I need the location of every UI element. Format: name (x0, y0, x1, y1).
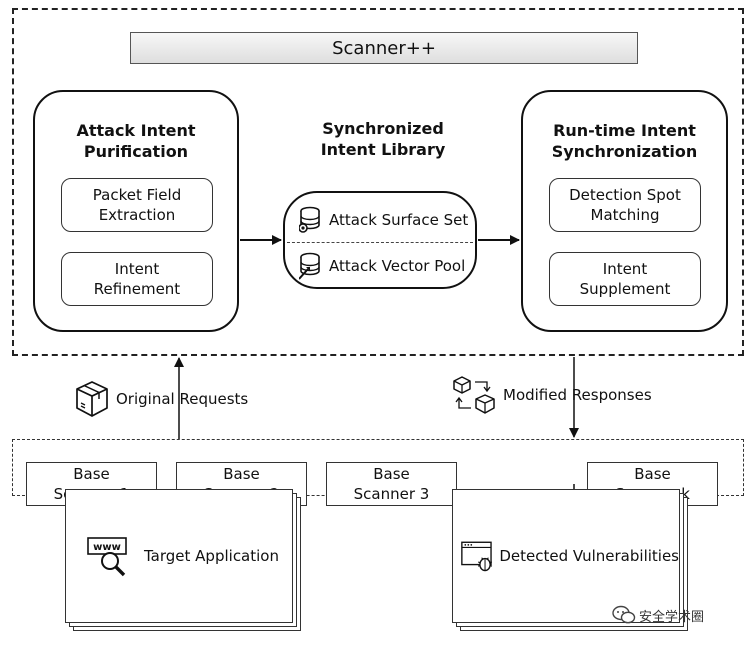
packet-field-extraction-line2: Extraction (98, 206, 176, 224)
purification-title-line1: Attack Intent (76, 121, 196, 140)
library-divider (287, 242, 473, 243)
intent-supplement-line1: Intent (602, 260, 648, 278)
vulnerabilities-card: Detected Vulnerabilities (452, 489, 680, 623)
base-scanner-k-line1: Base (634, 465, 671, 483)
attack-vector-pool-row: Attack Vector Pool (299, 252, 466, 280)
purification-title: Attack Intent Purification (35, 120, 237, 162)
intent-refinement-box: Intent Refinement (61, 252, 213, 306)
intent-refinement-line1: Intent (114, 260, 160, 278)
base-scanner-3-line1: Base (373, 465, 410, 483)
detected-vulnerabilities-label: Detected Vulnerabilities (499, 547, 679, 565)
scanner-plus-boundary (12, 8, 744, 356)
original-requests-flow: Original Requests (75, 378, 248, 420)
browser-bug-icon (461, 541, 493, 572)
synchronization-panel: Run-time Intent Synchronization Detectio… (521, 90, 728, 332)
web-search-icon: www (87, 537, 127, 577)
target-application-card: www Target Application (65, 489, 293, 623)
database-icon (299, 252, 320, 280)
synchronization-title-line1: Run-time Intent (553, 121, 696, 140)
detection-spot-matching-line1: Detection Spot (569, 186, 681, 204)
target-application-label: Target Application (144, 547, 279, 565)
attack-surface-set-row: Attack Surface Set (299, 206, 469, 233)
synchronization-title-line2: Synchronization (551, 142, 698, 161)
watermark: 安全学术圈 (612, 603, 704, 627)
library-title: Synchronized Intent Library (283, 118, 483, 160)
synchronization-title: Run-time Intent Synchronization (523, 120, 726, 162)
attack-vector-pool-label: Attack Vector Pool (329, 257, 466, 275)
base-scanner-1-line1: Base (73, 465, 110, 483)
watermark-text: 安全学术圈 (639, 609, 705, 625)
packet-field-extraction-line1: Packet Field (92, 186, 182, 204)
detection-spot-matching-box: Detection Spot Matching (549, 178, 701, 232)
purification-panel: Attack Intent Purification Packet Field … (33, 90, 239, 332)
intent-supplement-box: Intent Supplement (549, 252, 701, 306)
modified-responses-flow: Modified Responses (453, 374, 652, 416)
library-title-line2: Intent Library (320, 140, 446, 159)
library-title-line1: Synchronized (322, 119, 444, 138)
attack-surface-set-label: Attack Surface Set (329, 211, 469, 229)
base-scanner-2-line1: Base (223, 465, 260, 483)
package-box-icon (76, 381, 108, 417)
cubes-cycle-icon (453, 376, 495, 414)
scanner-plus-title: Scanner++ (130, 32, 638, 64)
original-requests-label: Original Requests (116, 390, 249, 408)
intent-refinement-line2: Refinement (93, 280, 181, 298)
www-badge: www (93, 542, 121, 553)
intent-supplement-line2: Supplement (579, 280, 671, 298)
packet-field-extraction-box: Packet Field Extraction (61, 178, 213, 232)
intent-library-store: Attack Surface Set Attack Vector Pool (283, 191, 477, 289)
database-icon (299, 206, 320, 233)
detection-spot-matching-line2: Matching (590, 206, 660, 224)
modified-responses-label: Modified Responses (503, 386, 652, 404)
wechat-logo-icon (612, 605, 636, 624)
purification-title-line2: Purification (83, 142, 189, 161)
base-scanner-3-line2: Scanner 3 (353, 485, 430, 503)
base-scanner-3: Base Scanner 3 (326, 462, 457, 506)
